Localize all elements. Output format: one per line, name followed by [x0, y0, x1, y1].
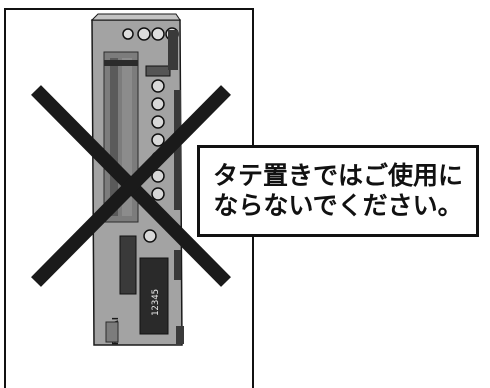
notice-line-1: タテ置きではご使用に — [212, 161, 463, 190]
notice-line-2: ならないでください。 — [213, 191, 463, 220]
display-readout: 12345 — [151, 289, 161, 316]
jack-icon — [122, 28, 134, 40]
warning-notice: タテ置きではご使用に ならないでください。 — [197, 145, 479, 237]
x-mark-icon — [31, 85, 231, 287]
device-illustration: 12345 FUNAI — [31, 13, 231, 346]
